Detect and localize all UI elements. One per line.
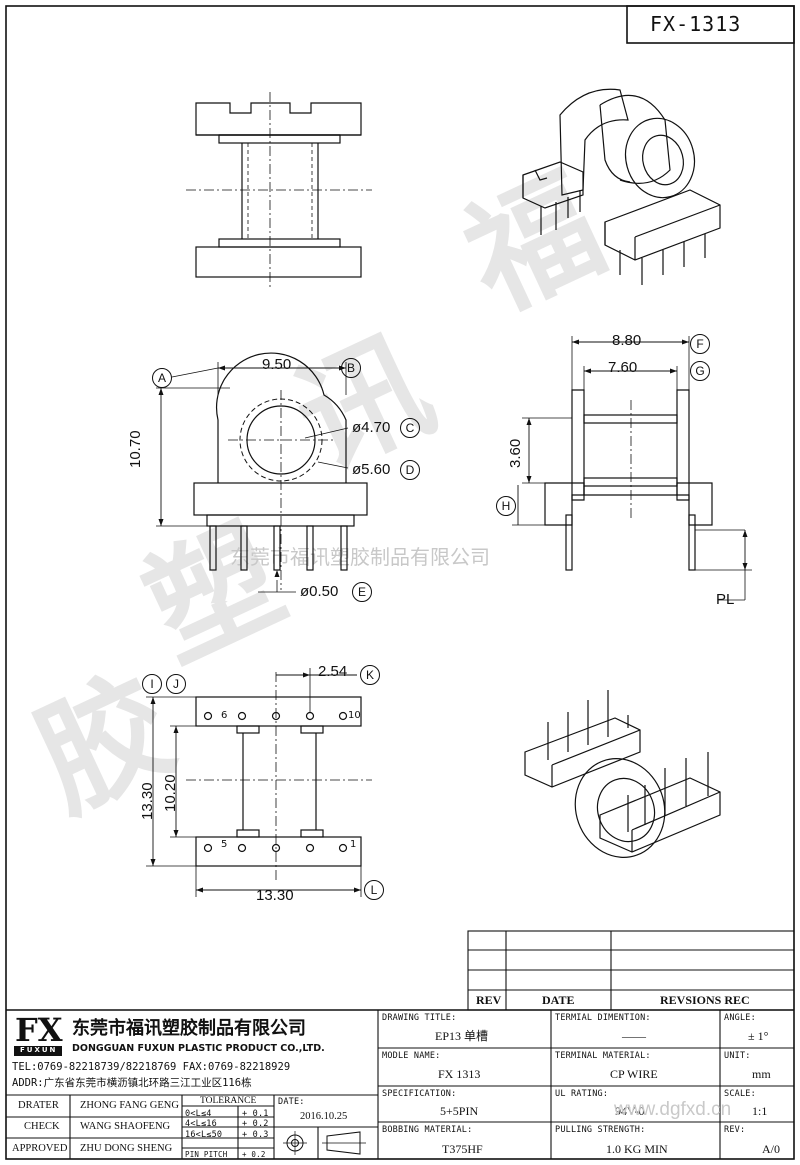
bobbing-material-label: BOBBING MATERIAL: <box>382 1125 473 1135</box>
callout-h: H <box>496 496 516 516</box>
bottom-view <box>146 668 372 897</box>
dim-f-width: 8.80 <box>612 332 642 349</box>
callout-k: K <box>360 665 380 685</box>
name-approved: ZHU DONG SHENG <box>80 1143 173 1154</box>
tolerance-title: TOLERANCE <box>200 1096 257 1106</box>
pin-number-6: 6 <box>221 710 228 721</box>
scale-value: 1:1 <box>752 1104 768 1118</box>
watermark-company: 东莞市福讯塑胶制品有限公司 <box>230 545 490 569</box>
role-approved: APPROVED <box>12 1143 68 1154</box>
dim-dia-c: ø4.70 <box>352 419 391 436</box>
ul-rating-value: 94V-0 <box>615 1104 645 1118</box>
callout-e: E <box>352 582 372 602</box>
sheet-title: FX-1313 <box>650 12 742 36</box>
tolerance-range-4: PIN PITCH <box>185 1150 228 1159</box>
rev-value: A/0 <box>762 1142 780 1156</box>
terminal-dimension-value: —— <box>622 1029 646 1043</box>
company-logo-sub: FUXUN <box>20 1046 58 1054</box>
name-check: WANG SHAOFENG <box>80 1121 171 1132</box>
company-tel: TEL:0769-82218739/82218769 FAX:0769-8221… <box>12 1061 291 1073</box>
iso-view-top <box>522 88 721 285</box>
logo-sub-box <box>14 1046 62 1056</box>
callout-b: B <box>341 358 361 378</box>
dim-h-3-60: 3.60 <box>507 438 524 468</box>
dim-height-10-70: 10.70 <box>127 430 144 468</box>
title-block-lines <box>6 1009 794 1159</box>
terminal-material-value: CP WIRE <box>610 1067 658 1081</box>
rev-header-rev: REV <box>476 993 502 1007</box>
dim-i-13-30: 13.30 <box>139 782 156 820</box>
projection-symbol <box>283 1131 366 1155</box>
rev-header-date: DATE <box>542 993 575 1007</box>
scale-label: SCALE: <box>724 1089 756 1099</box>
unit-label: UNIT: <box>724 1051 751 1061</box>
callout-a: A <box>152 368 172 388</box>
specification-label: SPECIFICATION: <box>382 1089 457 1099</box>
dim-dia-e: ø0.50 <box>300 583 339 600</box>
pulling-strength-value: 1.0 KG MIN <box>606 1142 668 1156</box>
front-view <box>156 352 368 593</box>
callout-j: J <box>166 674 186 694</box>
ul-rating-label: UL RATING: <box>555 1089 609 1099</box>
company-name-en: DONGGUAN FUXUN PLASTIC PRODUCT CO.,LTD. <box>72 1043 325 1054</box>
callout-i: I <box>142 674 162 694</box>
rev-label: REV: <box>724 1125 746 1135</box>
tolerance-value-2: + 0.2 <box>242 1119 269 1129</box>
dim-dia-d: ø5.60 <box>352 461 391 478</box>
dim-g-width: 7.60 <box>608 359 638 376</box>
tolerance-range-1: 0<L≤4 <box>185 1109 212 1119</box>
bobbing-material-value: T375HF <box>442 1142 483 1156</box>
unit-value: mm <box>752 1067 771 1081</box>
tolerance-value-3: + 0.3 <box>242 1130 269 1140</box>
date-value: 2016.10.25 <box>300 1111 348 1122</box>
callout-f: F <box>690 334 710 354</box>
terminal-dimension-label: TERMIAL DIMENTION: <box>555 1013 651 1023</box>
drawing-title-value: EP13 单槽 <box>435 1029 489 1043</box>
top-view <box>186 92 372 288</box>
dim-pl: PL <box>716 591 735 608</box>
specification-value: 5+5PIN <box>440 1104 479 1118</box>
tolerance-value-1: + 0.1 <box>242 1109 269 1119</box>
pin-number-1: 1 <box>350 839 357 850</box>
pulling-strength-label: PULLING STRENGTH: <box>555 1125 646 1135</box>
dim-a-b-width: 9.50 <box>262 356 292 373</box>
role-check: CHECK <box>24 1121 60 1132</box>
tolerance-value-4: + 0.2 <box>242 1150 266 1159</box>
dim-j-10-20: 10.20 <box>162 774 179 812</box>
company-logo: FX <box>15 1011 63 1049</box>
angle-label: ANGLE: <box>724 1013 756 1023</box>
callout-l: L <box>364 880 384 900</box>
company-addr: ADDR:广东省东莞市横沥镇北环路三江工业区116栋 <box>12 1077 252 1089</box>
callout-g: G <box>690 361 710 381</box>
pin-number-5: 5 <box>221 839 228 850</box>
pin-number-10: 10 <box>348 710 361 721</box>
name-drater: ZHONG FANG GENG <box>80 1100 179 1111</box>
iso-view-bottom <box>524 690 721 858</box>
callout-c: C <box>400 418 420 438</box>
angle-value: ± 1° <box>748 1029 769 1043</box>
tolerance-range-3: 16<L≤50 <box>185 1130 223 1140</box>
model-name-value: FX 1313 <box>438 1067 481 1081</box>
model-name-label: MODLE NAME: <box>382 1051 441 1061</box>
tolerance-range-2: 4<L≤16 <box>185 1119 217 1129</box>
website-watermark: www.dgfxd.cn <box>614 1099 732 1120</box>
callout-d: D <box>400 460 420 480</box>
rev-header-revisions: REVSIONS REC <box>660 993 750 1007</box>
dim-k-pitch: 2.54 <box>318 663 348 680</box>
company-name-cn: 东莞市福讯塑胶制品有限公司 <box>72 1018 306 1039</box>
drawing-title-label: DRAWING TITLE: <box>382 1013 457 1023</box>
terminal-material-label: TERMINAL MATERIAL: <box>555 1051 651 1061</box>
dim-l-13-30: 13.30 <box>256 887 294 904</box>
side-view <box>512 336 752 601</box>
date-label: DATE: <box>278 1097 305 1107</box>
role-drater: DRATER <box>18 1100 59 1111</box>
